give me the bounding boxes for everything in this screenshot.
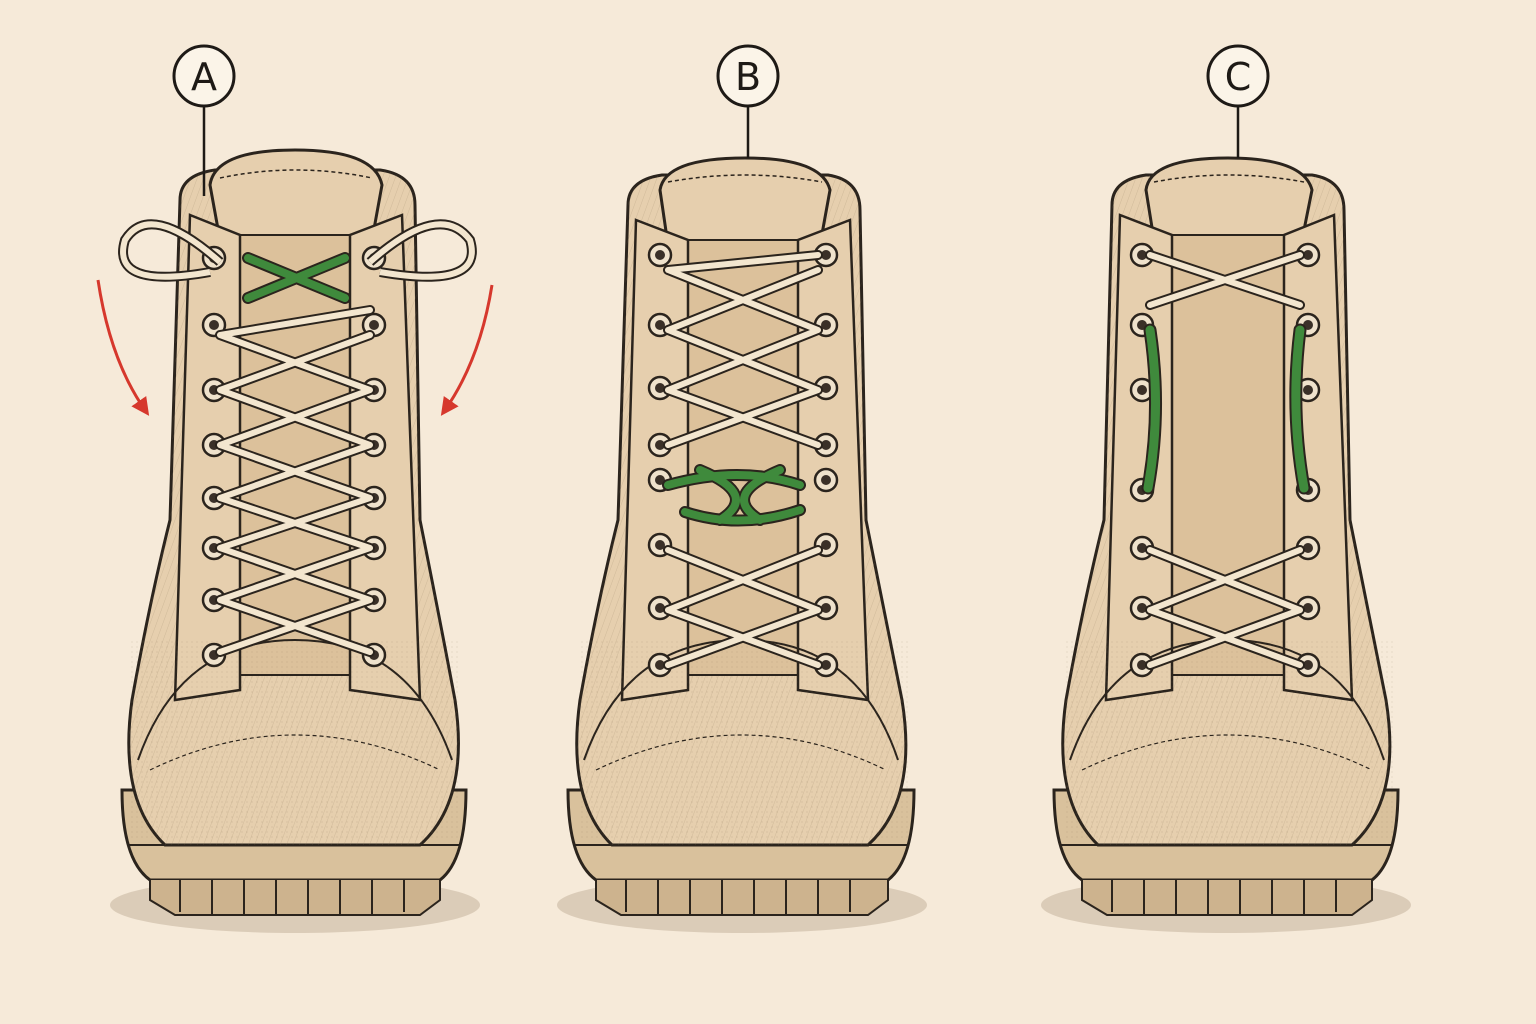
boot-b <box>557 156 927 933</box>
label-c-text: C <box>1225 55 1252 99</box>
boot-a-arrows <box>96 279 494 416</box>
eyelet-hole <box>821 475 831 485</box>
eyelet-hole <box>1137 543 1147 553</box>
label-b: B <box>716 44 780 158</box>
eyelet-hole <box>821 603 831 613</box>
boot-b-highlight-knot <box>662 464 806 527</box>
eyelet-hole <box>655 383 665 393</box>
label-a-text: A <box>191 55 217 99</box>
boot-a <box>96 148 494 933</box>
label-a: A <box>172 44 236 196</box>
boot-a-highlight-lock <box>242 252 351 304</box>
boot-a-body <box>110 148 480 933</box>
eyelet-hole <box>369 320 379 330</box>
eyelet-hole <box>1303 603 1313 613</box>
eyelet-hole <box>1303 385 1313 395</box>
eyelet-hole <box>655 440 665 450</box>
eyelet-hole <box>655 540 665 550</box>
boot-c-highlight-window <box>1141 323 1311 495</box>
eyelet-hole <box>1137 603 1147 613</box>
eyelet-hole <box>655 603 665 613</box>
boot-a-loops <box>118 219 477 282</box>
eyelet-hole <box>1137 385 1147 395</box>
eyelet-hole <box>655 475 665 485</box>
eyelet-hole <box>655 250 665 260</box>
boot-b-body <box>557 156 927 933</box>
boot-b-sole-lugs <box>595 880 889 916</box>
label-b-text: B <box>735 55 761 99</box>
boot-c-body <box>1041 156 1411 933</box>
eyelet-hole <box>655 660 665 670</box>
label-c-circle <box>1206 44 1270 108</box>
eyelet-hole <box>209 320 219 330</box>
eyelet-hole <box>1303 543 1313 553</box>
eyelet-hole <box>821 540 831 550</box>
eyelet-hole <box>1137 660 1147 670</box>
boot-b-laces <box>663 250 823 670</box>
boot-a-sole-lugs <box>149 880 441 916</box>
boot-c-laces <box>1145 250 1305 670</box>
eyelet-hole <box>821 660 831 670</box>
boot-c <box>1041 156 1411 933</box>
eyelet-hole <box>821 383 831 393</box>
eyelet-hole <box>1137 250 1147 260</box>
boot-c-sole-lugs <box>1081 880 1373 916</box>
boot-b-eyelets <box>647 242 839 678</box>
eyelet-hole <box>821 250 831 260</box>
label-a-circle <box>172 44 236 108</box>
eyelet-hole <box>655 320 665 330</box>
boot-a-laces <box>215 305 375 657</box>
label-c: C <box>1206 44 1270 158</box>
label-b-circle <box>716 44 780 108</box>
eyelet-hole <box>821 440 831 450</box>
eyelet-hole <box>1303 250 1313 260</box>
eyelet-hole <box>1303 660 1313 670</box>
eyelet-hole <box>821 320 831 330</box>
